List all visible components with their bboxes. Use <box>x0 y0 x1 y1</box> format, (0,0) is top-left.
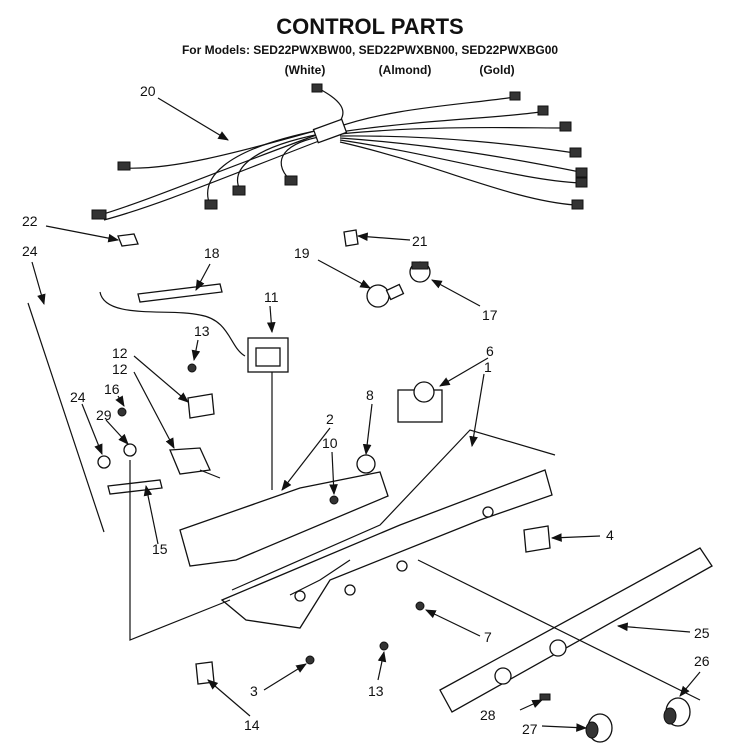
callout-10: 10 <box>322 435 338 451</box>
defrost-timer <box>397 381 443 423</box>
callout-19: 19 <box>294 245 310 261</box>
light-socket <box>409 261 431 283</box>
callout-16: 16 <box>104 381 120 397</box>
tube-18 <box>137 283 223 303</box>
callout-13a: 13 <box>194 323 210 339</box>
callout-4: 4 <box>606 527 614 543</box>
clip-21 <box>343 229 359 247</box>
callout-29: 29 <box>96 407 112 423</box>
callout-8: 8 <box>366 387 374 403</box>
callout-28: 28 <box>480 707 496 723</box>
callout-23: 24 <box>22 243 38 259</box>
callout-11: 12 <box>112 361 128 377</box>
knob-27 <box>585 713 613 743</box>
wire-harness <box>91 83 588 221</box>
screw-3 <box>305 655 315 665</box>
callout-17: 17 <box>482 307 498 323</box>
switch-4 <box>523 525 551 553</box>
callout-25: 25 <box>694 625 710 641</box>
callout-20: 20 <box>140 83 156 99</box>
callout-1: 1 <box>484 359 492 375</box>
callout-24: 24 <box>70 389 86 405</box>
callout-18: 18 <box>204 245 220 261</box>
callout-9: 11 <box>264 289 279 305</box>
screw-13-top <box>187 363 197 373</box>
light-switch-28 <box>539 693 551 701</box>
color-gold: (Gold) <box>479 63 514 77</box>
screw-13-bottom <box>379 641 389 651</box>
clip-22 <box>117 233 139 247</box>
knob-26 <box>663 697 691 727</box>
callout-15: 15 <box>152 541 168 557</box>
screw-16 <box>117 407 127 417</box>
washer-24 <box>97 455 111 469</box>
callout-3: 3 <box>250 683 258 699</box>
knob-8 <box>356 454 376 474</box>
leader-lines <box>31 97 701 732</box>
callout-7: 7 <box>484 629 492 645</box>
rod-23 <box>27 302 105 533</box>
callout-26: 26 <box>694 653 710 669</box>
page-title: CONTROL PARTS <box>276 14 463 39</box>
callout-13b: 13 <box>368 683 384 699</box>
bracket-2 <box>179 471 389 567</box>
screw-7 <box>415 601 425 611</box>
sensor-wire <box>99 291 246 357</box>
bracket-14 <box>195 661 215 685</box>
bracket-12 <box>187 393 215 419</box>
washer-29 <box>123 443 137 457</box>
light-bulb <box>366 283 405 308</box>
callout-12: 12 <box>112 345 128 361</box>
color-white: (White) <box>285 63 326 77</box>
damper-control <box>247 337 289 490</box>
callout-2: 2 <box>326 411 334 427</box>
color-almond: (Almond) <box>379 63 432 77</box>
shaft-15 <box>107 479 163 495</box>
callout-labels: 20 22 21 19 24 18 17 11 13 12 12 16 24 2… <box>22 83 710 737</box>
models-line: For Models: SED22PWXBW00, SED22PWXBN00, … <box>182 43 558 57</box>
callout-22: 22 <box>22 213 38 229</box>
screw-10 <box>329 495 339 505</box>
callout-27: 27 <box>522 721 538 737</box>
thermostat-11 <box>169 447 221 479</box>
callout-6: 6 <box>486 343 494 359</box>
control-housing <box>220 469 553 629</box>
callout-21: 21 <box>412 233 428 249</box>
callout-14: 14 <box>244 717 260 733</box>
